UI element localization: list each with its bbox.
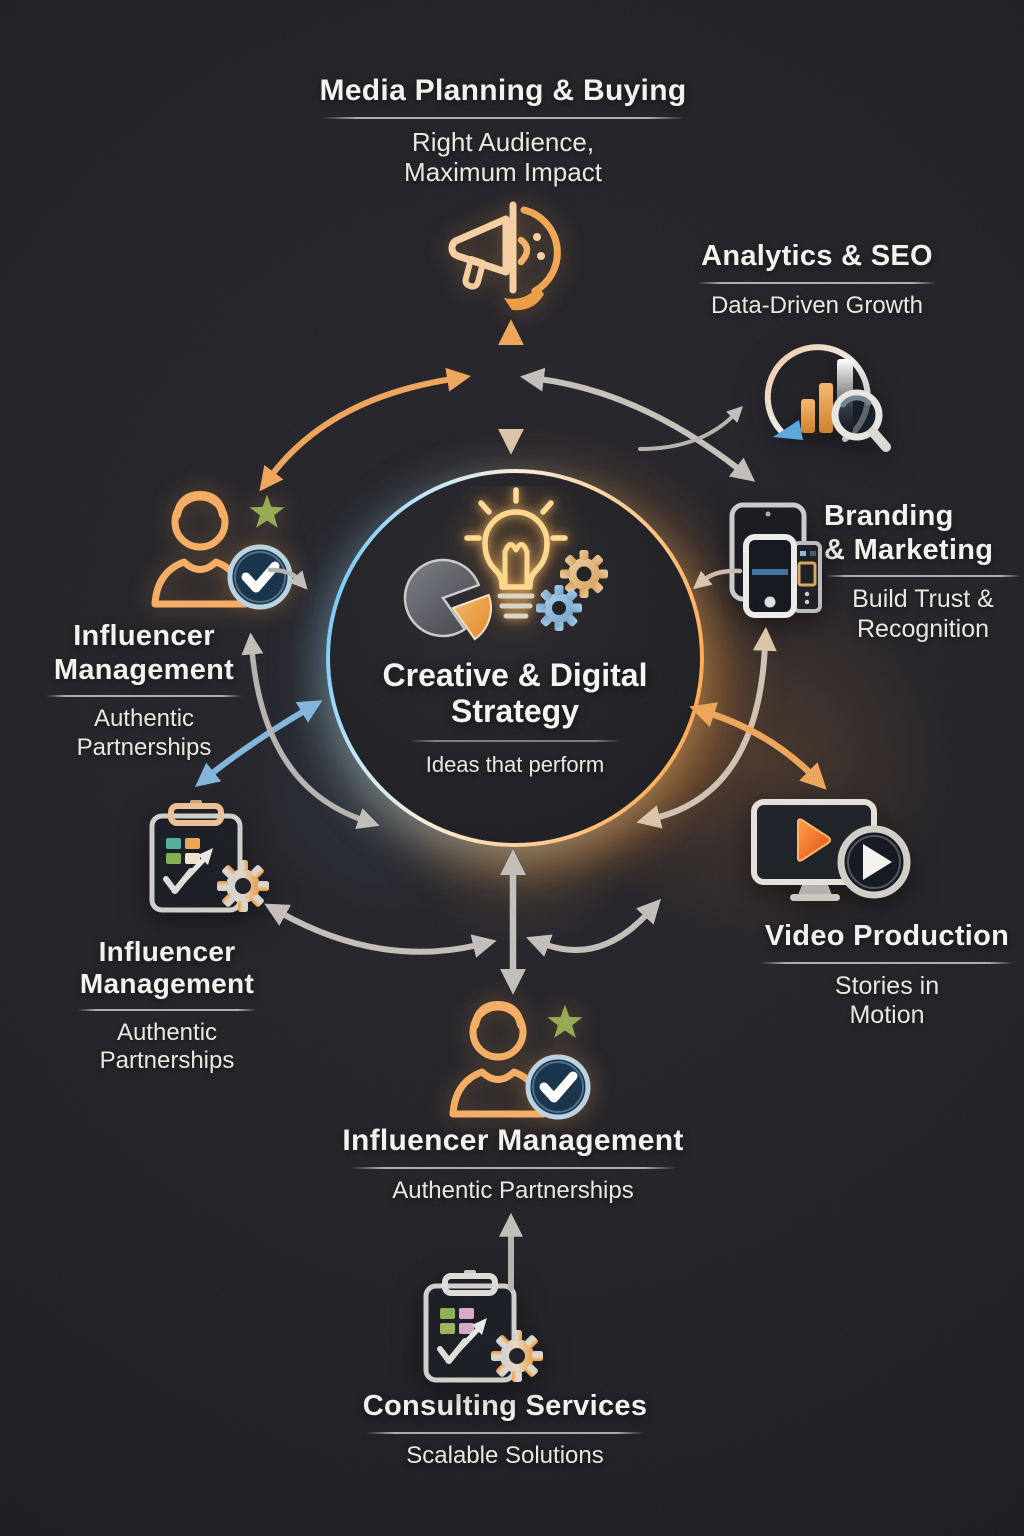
arrow-to-analytics [638,405,744,451]
media-title: Media Planning & Buying [319,74,687,107]
gears-icon [536,550,608,631]
branding-title-1: Branding [824,500,954,532]
media-subtitle-2: Maximum Impact [404,157,602,188]
clipboard-gear-icon [423,1270,543,1383]
influencer-left-subtitle-2: Partnerships [76,733,212,761]
analytics-title: Analytics & SEO [701,240,933,272]
analytics-subtitle: Data-Driven Growth [710,291,924,319]
influencer-left-title-1: Influencer [73,620,215,652]
divider [366,1431,644,1434]
person-star-check-icon [449,1001,591,1120]
center-title-1: Creative & Digital [382,657,648,693]
play-badge-icon [837,825,911,899]
branding-title-2: & Marketing [824,533,994,566]
node-consulting: Consulting Services Scalable Solutions [352,1390,658,1470]
arrow-clipboard-bottom [264,903,497,958]
monitor-play-icon [751,799,911,901]
video-title: Video Production [764,920,1010,952]
bar-chart-magnifier-icon [764,344,891,452]
divider [409,739,621,742]
divider [78,1008,256,1011]
influencer-ll-title-2: Management [79,968,255,1000]
consulting-title: Consulting Services [362,1390,648,1422]
star-icon [547,1004,583,1038]
center-hub: Creative & Digital Strategy Ideas that p… [352,657,678,778]
influencer-left-title-2: Management [53,653,235,686]
center-subtitle: Ideas that perform [425,751,605,777]
node-influencer-lower-left: Influencer Management Authentic Partners… [66,936,268,1076]
video-subtitle-2: Motion [849,1001,925,1030]
divider [350,1166,676,1169]
megaphone-icon [448,201,561,311]
check-badge-icon [525,1054,591,1120]
influencer-ll-title-1: Influencer [98,936,236,967]
influencer-left-subtitle-1: Authentic [93,705,195,733]
divider [46,695,242,698]
gear-icon [217,860,269,912]
node-influencer-left: Influencer Management Authentic Partners… [34,620,254,762]
influencer-ll-subtitle-1: Authentic [116,1018,218,1046]
node-branding-marketing: Branding & Marketing Build Trust & Recog… [824,500,1022,644]
divider [321,116,685,119]
branding-subtitle-2: Recognition [856,614,990,643]
divider [825,575,1021,578]
node-media-planning: Media Planning & Buying Right Audience, … [258,74,748,188]
consulting-subtitle: Scalable Solutions [406,1441,604,1469]
influencer-bottom-title: Influencer Management [342,1124,684,1157]
center-icons [403,487,608,641]
star-icon [249,494,285,528]
branding-subtitle-1: Build Trust & [852,585,994,614]
arrow-media-branding [519,367,756,482]
divider [697,281,937,284]
arrow-bottom-video [526,898,662,957]
influencer-ll-subtitle-2: Partnerships [99,1047,235,1075]
node-influencer-bottom: Influencer Management Authentic Partners… [328,1124,698,1205]
media-subtitle-1: Right Audience, [411,126,595,157]
video-subtitle-1: Stories in [834,971,940,1000]
arrow-circle-video [689,702,827,790]
node-video-production: Video Production Stories in Motion [756,920,1018,1031]
check-badge-icon [227,544,293,610]
influencer-bottom-subtitle: Authentic Partnerships [392,1176,634,1204]
devices-icon [729,502,822,618]
divider [760,961,1014,964]
center-title-2: Strategy [450,692,580,729]
pie-chart-icon [403,558,492,641]
clipboard-gear-icon [149,800,269,913]
person-star-check-icon [151,491,293,610]
node-analytics-seo: Analytics & SEO Data-Driven Growth [690,240,944,320]
gear-icon [491,1330,543,1382]
arrow-media-influencer-left [259,367,471,492]
